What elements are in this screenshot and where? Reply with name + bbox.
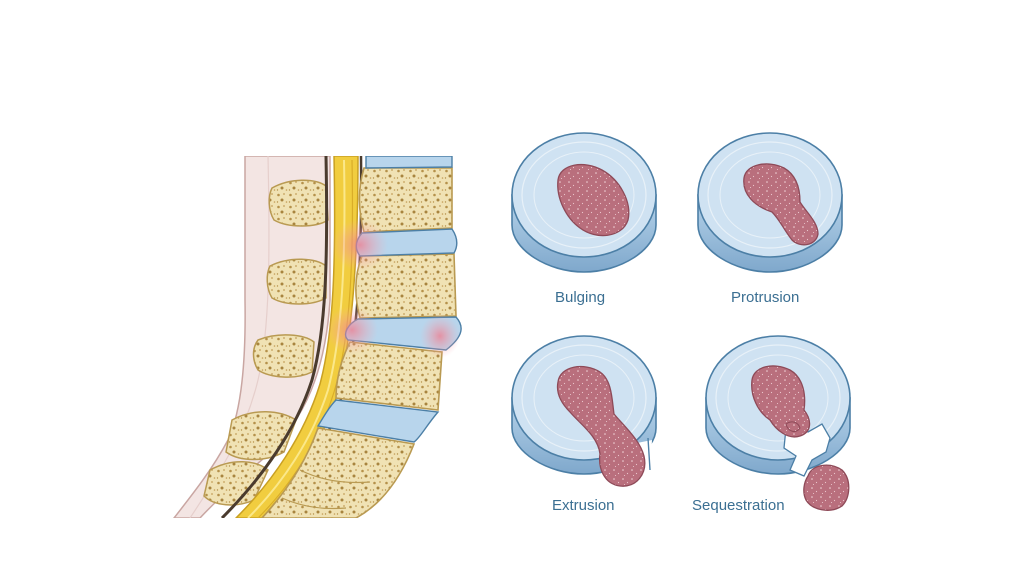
sacrum-body <box>260 427 416 518</box>
spinous-process-3 <box>252 334 315 378</box>
nucleus-bulging <box>557 163 630 237</box>
disc-sequestration <box>705 335 851 511</box>
label-sequestration: Sequestration <box>692 497 785 514</box>
sequestered-fragment <box>803 464 850 511</box>
back-soft-tissue <box>173 156 331 518</box>
inflammation-upper <box>332 219 388 271</box>
label-extrusion: Extrusion <box>552 497 615 514</box>
spinal-canal-outline <box>220 156 329 518</box>
disc-extrusion <box>511 335 657 487</box>
nucleus-extrusion <box>556 365 646 487</box>
spinous-process-2 <box>266 258 327 305</box>
vertebral-body-1 <box>358 167 453 233</box>
intervertebral-disc-top <box>365 156 453 169</box>
spine-sagittal-section <box>173 156 462 518</box>
spinous-process-1 <box>268 179 329 227</box>
nucleus-sequestration <box>751 365 811 438</box>
inflammation-lower <box>326 306 378 354</box>
intervertebral-disc-3 <box>316 399 440 443</box>
nucleus-protrusion <box>743 163 819 246</box>
label-protrusion: Protrusion <box>731 289 800 306</box>
disc-bulging <box>511 132 657 273</box>
label-bulging: Bulging <box>555 289 606 306</box>
disc-protrusion <box>697 132 843 273</box>
